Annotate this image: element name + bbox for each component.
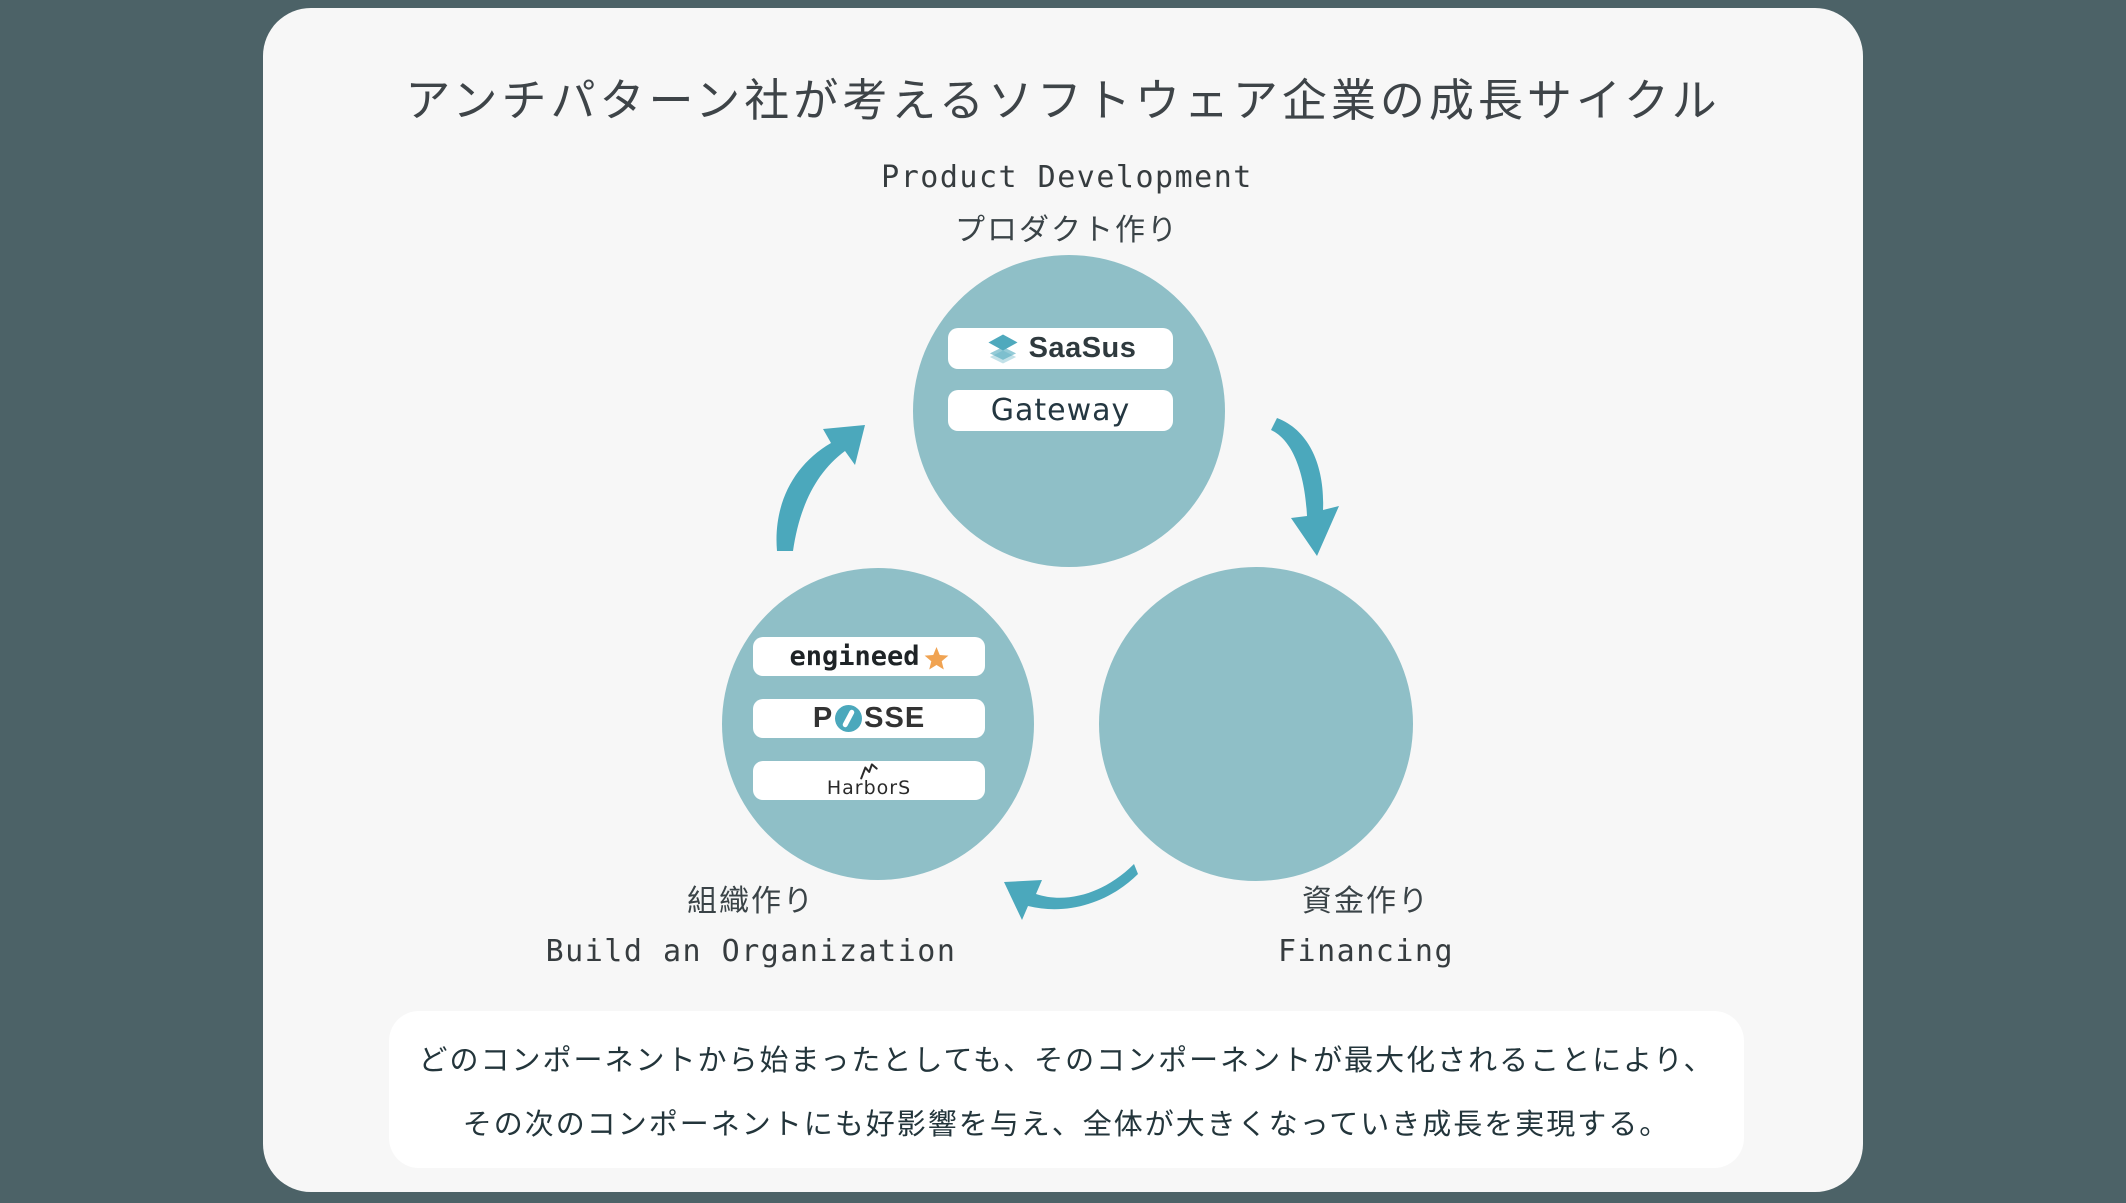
financing-label-ja: 資金作り	[1302, 885, 1430, 918]
product-development-label-en: Product Development	[881, 160, 1253, 195]
engineed-badge: engineed	[753, 637, 985, 676]
build-organization-label-ja: 組織作り	[687, 885, 815, 918]
description-line-1: どのコンポーネントから始まったとしても、そのコンポーネントが最大化されることによ…	[418, 1044, 1715, 1077]
saasus-badge: SaaSus	[948, 328, 1173, 369]
engineed-star-icon	[924, 646, 948, 670]
arrow-organization-to-product-icon	[776, 425, 865, 551]
harbors-label: HarborS	[826, 776, 912, 799]
financing-label: 資金作り Financing	[1086, 876, 1646, 969]
gateway-badge: Gateway	[948, 390, 1173, 431]
posse-badge: P SSE	[753, 699, 985, 738]
financing-label-en: Financing	[1277, 934, 1455, 969]
product-development-label: Product Development プロダクト作り	[767, 160, 1367, 249]
description-line-2: その次のコンポーネントにも好影響を与え、全体が大きくなっていき成長を実現する。	[462, 1108, 1671, 1141]
build-organization-label: 組織作り Build an Organization	[471, 876, 1031, 969]
saasus-label: SaaSus	[1028, 332, 1137, 364]
build-organization-label-en: Build an Organization	[545, 934, 957, 969]
description-box: どのコンポーネントから始まったとしても、そのコンポーネントが最大化されることによ…	[389, 1011, 1744, 1168]
arrow-financing-to-organization-icon	[1004, 864, 1138, 920]
product-development-label-ja: プロダクト作り	[955, 214, 1179, 247]
harbors-logo: HarborS	[826, 762, 912, 799]
posse-label-p: P	[812, 702, 834, 734]
posse-label-sse: SSE	[864, 702, 926, 734]
diagram-card: アンチパターン社が考えるソフトウェア企業の成長サイクル Product Deve…	[263, 8, 1863, 1192]
engineed-label: engineed	[789, 641, 920, 672]
saasus-layers-icon	[988, 333, 1018, 364]
gateway-label: Gateway	[990, 393, 1131, 428]
harbors-badge: HarborS	[753, 761, 985, 800]
page-title: アンチパターン社が考えるソフトウェア企業の成長サイクル	[405, 75, 1721, 126]
arrow-product-to-financing-icon	[1271, 418, 1339, 556]
financing-circle	[1099, 567, 1413, 881]
posse-slashed-o-icon	[835, 705, 863, 732]
harbors-mountain-ridge-icon	[860, 762, 878, 779]
